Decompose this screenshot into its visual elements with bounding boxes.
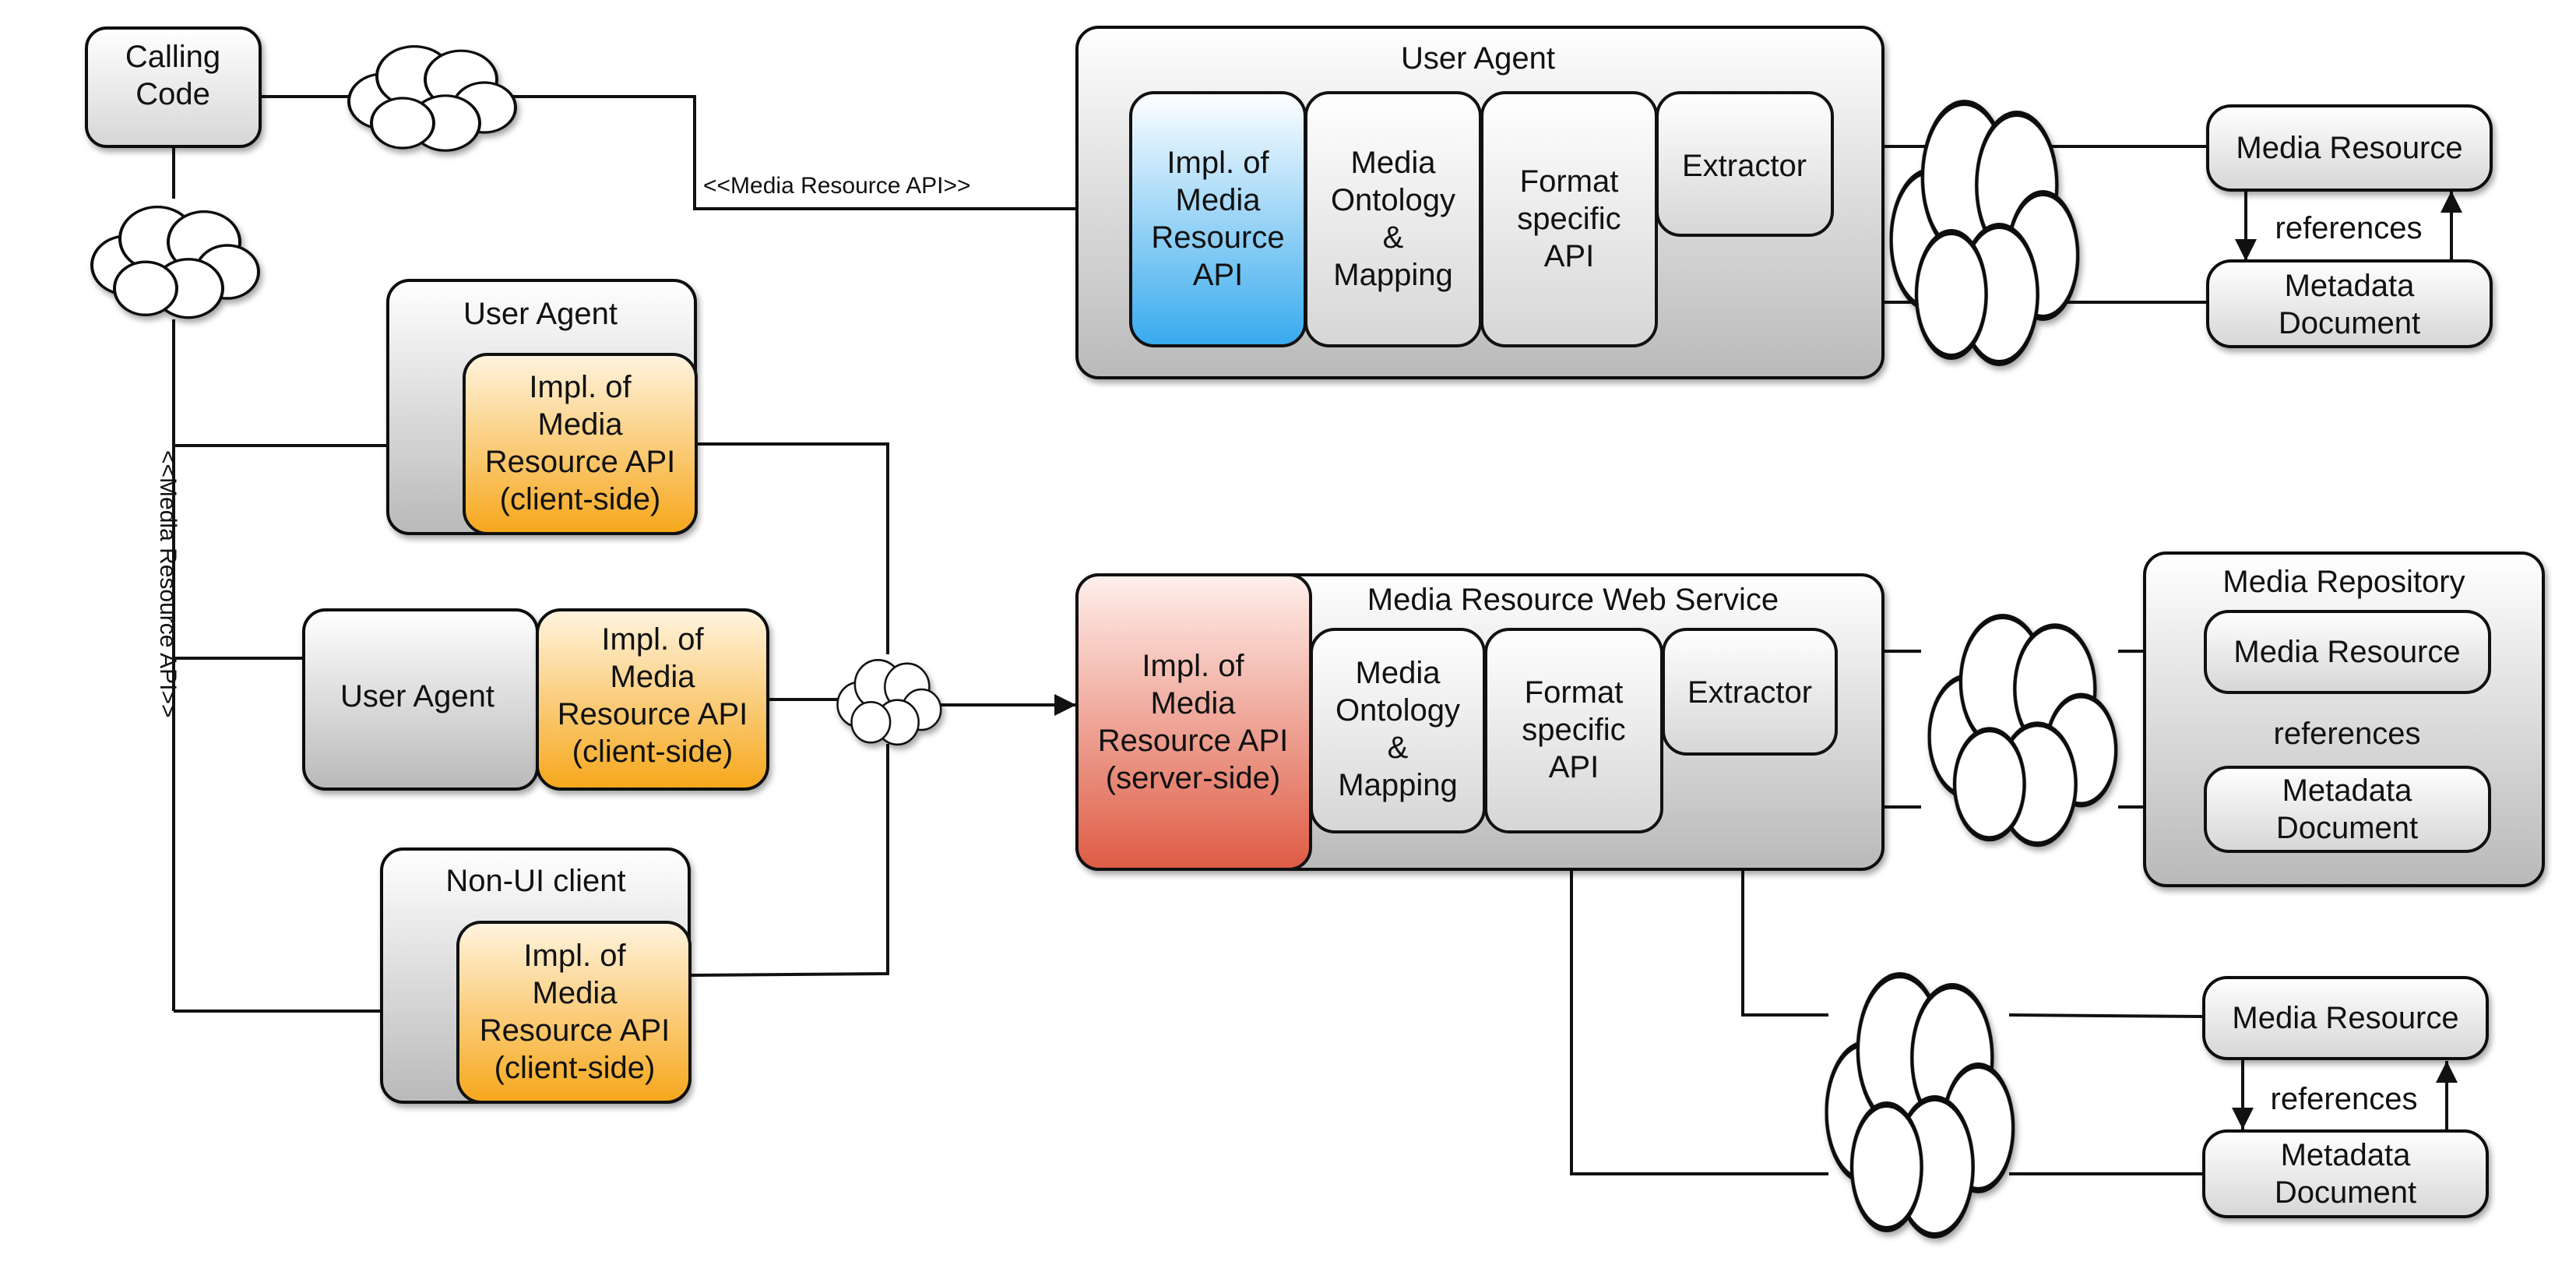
label-line: Media (1151, 686, 1237, 721)
cloud-middle (836, 658, 942, 746)
label-line: specific (1517, 202, 1621, 236)
label-line: Resource API (480, 1013, 670, 1048)
label-line: API (1193, 258, 1243, 292)
label-line: Mapping (1338, 768, 1457, 802)
references-top: references (2275, 211, 2423, 245)
references-bottom: references (2271, 1082, 2418, 1116)
label-line: Impl. of (529, 370, 632, 404)
label-line: Resource API (485, 445, 676, 479)
label-line: Media (1351, 146, 1437, 180)
label-line: Media (533, 976, 618, 1010)
media-repository: Media Repository Media Resource referenc… (2143, 551, 2545, 887)
cloud-bottom (1825, 972, 2015, 1239)
label-line: Media (611, 660, 696, 694)
label-line: Document (2275, 1175, 2416, 1210)
edge-label-top-api: <<Media Resource API>> (703, 173, 971, 199)
label-line: Ontology (1336, 693, 1460, 728)
non-ui-client-title: Non-UI client (445, 864, 625, 898)
user-agent-client-1-title: User Agent (463, 297, 618, 331)
cloud-top-right (1889, 100, 2080, 366)
label-line: Impl. of (1167, 146, 1269, 180)
cloud-calling-code (90, 205, 260, 319)
label-line: specific (1522, 713, 1625, 747)
cloud-top-left (347, 44, 517, 152)
media-resource-top: Media Resource (2206, 104, 2493, 192)
label-line: Format (1520, 164, 1619, 199)
label-line: Impl. of (523, 939, 626, 973)
label-line: (client-side) (494, 1051, 656, 1085)
label-line: Document (2276, 811, 2418, 845)
label-line: (client-side) (572, 735, 734, 769)
user-agent-top-title: User Agent (1401, 41, 1555, 76)
label-line: & (1388, 731, 1409, 765)
label-line: Media (1176, 183, 1262, 217)
extractor-ws: Extractor (1662, 628, 1838, 756)
media-resource-bottom: Media Resource (2202, 976, 2489, 1060)
label-line: Document (2279, 306, 2420, 340)
label-line: Calling (125, 40, 220, 74)
label-line: Media (1356, 656, 1441, 690)
network-clouds (90, 44, 2118, 1239)
references-repo: references (2274, 717, 2421, 751)
label-line: API (1544, 239, 1594, 273)
label-line: API (1549, 750, 1599, 784)
label-line: Impl. of (601, 622, 704, 657)
label-line: Metadata (2281, 1138, 2412, 1172)
svg-text:Media Resource: Media Resource (2232, 1001, 2458, 1035)
label-line: & (1383, 220, 1404, 255)
label-line: Resource API (1098, 724, 1289, 758)
media-resource-repo-label: Media Resource (2233, 635, 2460, 669)
media-repository-title: Media Repository (2222, 565, 2465, 599)
label-line: (server-side) (1106, 761, 1280, 795)
extractor-top: Extractor (1656, 91, 1834, 237)
user-agent-client-2-title: User Agent (340, 679, 494, 714)
label-line: Mapping (1333, 258, 1452, 292)
label-line: Ontology (1331, 183, 1455, 217)
edge-label-vertical-api: <<Media Resource API>> (155, 450, 181, 718)
extractor-ws-label: Extractor (1687, 675, 1812, 710)
label-line: Media (538, 407, 624, 442)
label-line: Resource (1151, 220, 1284, 255)
cloud-repository (1927, 614, 2118, 847)
label-line: Metadata (2285, 269, 2416, 303)
svg-text:Media Resource: Media Resource (2236, 131, 2462, 165)
label-line: (client-side) (500, 482, 661, 516)
label-line: Format (1525, 675, 1624, 710)
web-service-title: Media Resource Web Service (1367, 583, 1779, 617)
label-line: Metadata (2282, 773, 2413, 808)
extractor-top-label: Extractor (1682, 149, 1807, 183)
label-line: Code (135, 77, 210, 111)
label-line: Resource API (558, 697, 748, 731)
label-line: Impl. of (1142, 649, 1244, 683)
